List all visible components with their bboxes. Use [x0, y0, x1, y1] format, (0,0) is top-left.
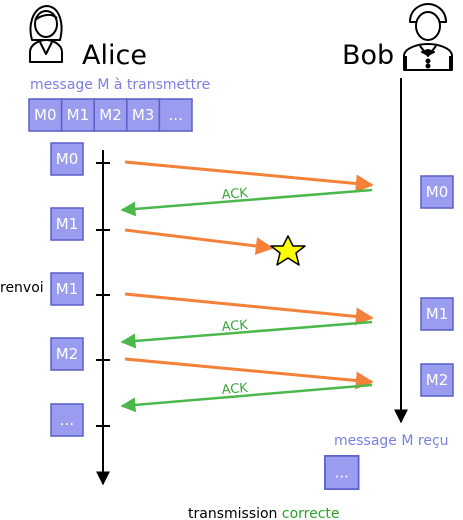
ack-label-1: ACK: [221, 186, 249, 203]
received-queue-box-rect: [324, 455, 360, 490]
left-message-box: M1: [50, 207, 84, 241]
left-message-box: ...: [50, 403, 84, 437]
received-queue: M0M1M2...: [324, 455, 360, 490]
send-queue-box: M2: [93, 98, 128, 132]
send-queue: M0 M1 M2 M3...: [28, 98, 193, 132]
send-queue-box-label: M2: [99, 106, 122, 124]
send-queue-box-label: M0: [34, 106, 57, 124]
bob-label: Bob: [342, 40, 394, 71]
right-message-box-rect: [420, 297, 454, 331]
ack-label-3: ACK: [221, 381, 249, 398]
left-message-box-label: M1: [56, 215, 79, 233]
caption: transmission correcte: [188, 506, 340, 520]
left-message-box: M0: [50, 142, 84, 176]
send-queue-box: M3: [126, 98, 161, 132]
received-label: message M reçu: [334, 433, 449, 449]
right-message-box: M2: [420, 363, 454, 397]
ack-arrows: [120, 188, 373, 413]
message-arrow-m1-lost: [124, 228, 274, 255]
message-arrow-m1-resend: [124, 292, 374, 326]
left-message-box: M2: [50, 337, 84, 371]
left-message-box: M1: [50, 272, 84, 306]
right-message-box-rect: [420, 363, 454, 397]
left-message-box-label: M0: [56, 150, 79, 168]
alice-ticks: [96, 162, 110, 427]
left-message-box-label: ...: [60, 411, 74, 429]
ack-arrow-1: [120, 188, 373, 217]
ack-label-2: ACK: [221, 318, 249, 335]
send-queue-box-label: M3: [132, 106, 155, 124]
message-arrows: [124, 160, 374, 390]
left-message-box-rect: [50, 272, 84, 306]
caption-part1: transmission: [188, 506, 282, 520]
right-message-box-rect: [420, 175, 454, 209]
left-message-box-label: M1: [56, 280, 79, 298]
send-queue-box-label: ...: [169, 106, 183, 124]
send-queue-box: M1: [60, 98, 95, 132]
caption-part2: correcte: [282, 506, 340, 520]
send-queue-box-rect: [93, 98, 128, 132]
star-icon: [270, 235, 306, 266]
received-queue-box: ...: [324, 455, 360, 490]
right-message-box-label: M1: [426, 305, 449, 323]
ack-arrow-3: [120, 383, 373, 413]
message-arrow-m2: [124, 357, 374, 390]
right-message-box: M0: [420, 175, 454, 209]
left-message-box-rect: [50, 207, 84, 241]
left-message-box-label: M2: [56, 345, 79, 363]
right-message-box: M1: [420, 297, 454, 331]
right-message-box-label: M2: [426, 371, 449, 389]
message-arrow-m0: [124, 160, 374, 193]
left-message-box-rect: [50, 337, 84, 371]
person-icon: [29, 5, 63, 63]
send-queue-box-rect: [158, 98, 193, 132]
waiter-icon: [403, 3, 453, 71]
right-message-box-label: M0: [426, 183, 449, 201]
alice-label: Alice: [82, 40, 147, 71]
left-message-box-rect: [50, 403, 84, 437]
send-queue-box-label: M1: [67, 106, 90, 124]
ack-arrow-2: [120, 320, 373, 349]
received-queue-box-label: ...: [335, 464, 349, 482]
retransmit-label: renvoi: [0, 280, 44, 296]
left-message-box-rect: [50, 142, 84, 176]
queue-label: message M à transmettre: [30, 77, 210, 93]
send-queue-box: ...: [158, 98, 193, 132]
send-queue-box: M0: [28, 98, 63, 132]
left-column: M0M1M1M2...: [50, 142, 84, 437]
